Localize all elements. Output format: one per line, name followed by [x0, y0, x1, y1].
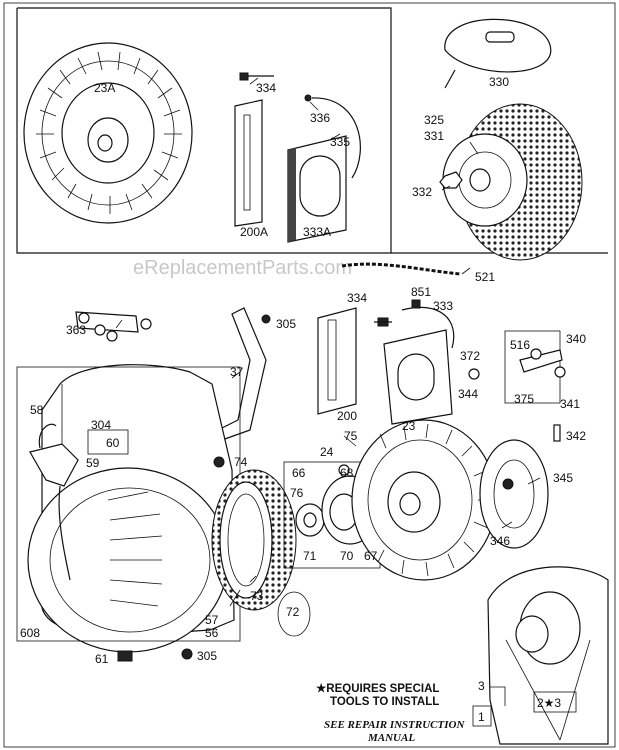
label-56: 56 — [205, 626, 219, 640]
label-335: 335 — [330, 135, 350, 149]
label-331: 331 — [424, 129, 444, 143]
watermark: eReplacementParts.com — [133, 257, 352, 279]
screw-334-mid — [374, 317, 392, 327]
label-24: 24 — [320, 445, 334, 459]
label-345: 345 — [553, 471, 573, 485]
label-363: 363 — [66, 323, 86, 337]
label-340: 340 — [566, 332, 586, 346]
screen-325 — [439, 103, 583, 261]
outer-frame — [3, 2, 616, 748]
label-3: 3 — [478, 679, 485, 693]
label-334-mid: 334 — [347, 291, 367, 305]
screw-74 — [213, 456, 225, 468]
screw-305-top — [261, 314, 271, 324]
label-23: 23 — [402, 419, 416, 433]
label-57: 57 — [205, 613, 219, 627]
label-344: 344 — [458, 387, 478, 401]
stop-switch-363 — [75, 311, 152, 342]
label-70: 70 — [340, 549, 354, 563]
note-special-tools-2: TOOLS TO INSTALL — [330, 696, 439, 708]
note-repair-manual-1: SEE REPAIR INSTRUCTION — [324, 719, 465, 731]
wire-assembly-330 — [444, 18, 552, 89]
part-labels: 23A 334 336 335 200A 333A 330 325 331 33… — [20, 75, 586, 724]
label-37: 37 — [230, 365, 244, 379]
screw-334-top — [239, 72, 274, 81]
label-333: 333 — [433, 299, 453, 313]
engine-block — [487, 566, 609, 745]
label-336: 336 — [310, 111, 330, 125]
label-61: 61 — [95, 652, 109, 666]
label-76: 76 — [290, 486, 304, 500]
starter-cup-345 — [479, 439, 549, 549]
note-special-tools-1: ★REQUIRES SPECIAL — [316, 682, 439, 695]
label-68: 68 — [340, 466, 354, 480]
label-72: 72 — [286, 605, 300, 619]
label-2-star-3: 2★3 — [537, 696, 561, 710]
label-305-top: 305 — [276, 317, 296, 331]
label-341: 341 — [560, 397, 580, 411]
flywheel-23a — [23, 42, 193, 224]
label-372: 372 — [460, 349, 480, 363]
callout-box-2-3 — [533, 691, 577, 713]
label-305-bottom: 305 — [197, 649, 217, 663]
bracket-200a — [234, 99, 263, 227]
label-332: 332 — [412, 185, 432, 199]
label-330: 330 — [489, 75, 509, 89]
screw-305-bottom — [181, 648, 193, 660]
label-73: 73 — [250, 589, 264, 603]
flywheel-23 — [351, 419, 497, 581]
label-200: 200 — [337, 409, 357, 423]
label-66: 66 — [292, 466, 306, 480]
label-333a: 333A — [303, 225, 331, 239]
note-repair-manual-2: MANUAL — [367, 732, 415, 744]
part-61 — [117, 650, 133, 662]
label-23a: 23A — [94, 81, 115, 95]
label-1: 1 — [478, 710, 485, 724]
pin-342 — [553, 424, 561, 442]
label-67: 67 — [364, 549, 378, 563]
label-346: 346 — [490, 534, 510, 548]
label-59: 59 — [86, 456, 100, 470]
blower-housing-608 — [27, 364, 235, 653]
rotating-screen-73 — [211, 469, 297, 611]
label-200a: 200A — [240, 225, 268, 239]
armature-333 — [383, 299, 455, 425]
label-334-top: 334 — [256, 81, 276, 95]
bracket-200 — [317, 307, 357, 415]
ring-72 — [277, 591, 311, 637]
callout-box-1 — [472, 705, 492, 727]
label-75: 75 — [344, 429, 358, 443]
leader-lines — [115, 77, 541, 607]
label-325: 325 — [424, 113, 444, 127]
wire-521 — [341, 262, 461, 276]
label-851: 851 — [411, 285, 431, 299]
label-608: 608 — [20, 626, 40, 640]
callout-box-60 — [87, 429, 129, 455]
label-58: 58 — [30, 403, 44, 417]
governor-375 — [468, 330, 566, 404]
label-516: 516 — [510, 338, 530, 352]
armature-333a — [287, 94, 361, 243]
leader-3 — [490, 686, 506, 706]
label-521: 521 — [475, 270, 495, 284]
label-342: 342 — [566, 429, 586, 443]
label-74: 74 — [234, 455, 248, 469]
label-375: 375 — [514, 392, 534, 406]
label-71: 71 — [303, 549, 317, 563]
label-304: 304 — [91, 418, 111, 432]
label-60: 60 — [106, 436, 120, 450]
starter-handle-58 — [29, 423, 79, 581]
